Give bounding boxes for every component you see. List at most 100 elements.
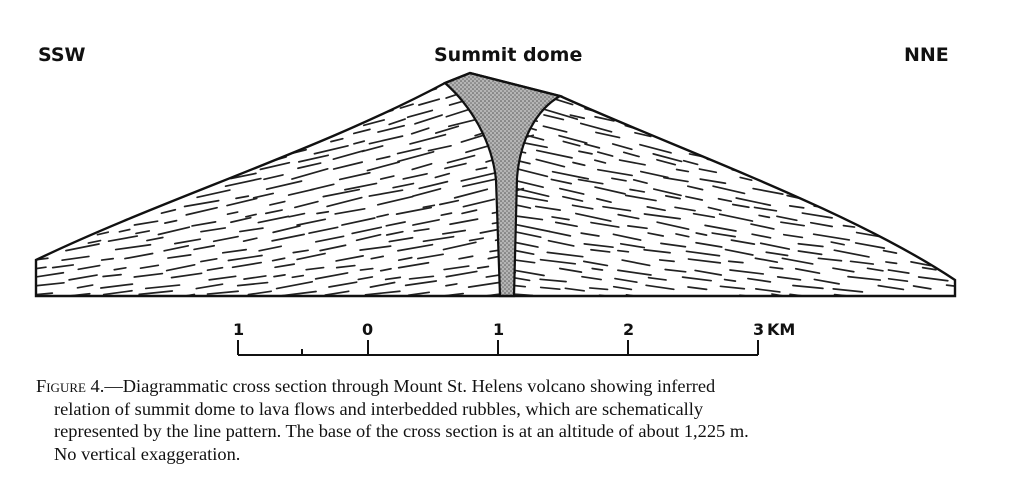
flow-dash (103, 275, 121, 277)
flow-dash (694, 214, 715, 218)
flow-dash (237, 117, 264, 124)
flow-dash (782, 89, 800, 95)
flow-dash (718, 297, 729, 299)
flow-dash (591, 250, 610, 252)
flow-dash (826, 196, 849, 201)
flow-dash (856, 243, 885, 248)
flow-dash (515, 251, 534, 255)
flow-dash (188, 101, 206, 107)
flow-dash (217, 96, 250, 107)
flow-dash (589, 91, 612, 97)
flow-dash (277, 121, 290, 125)
flow-dash (186, 169, 197, 171)
flow-dash (313, 80, 337, 87)
flow-dash (197, 190, 230, 197)
flow-dash (228, 212, 238, 214)
flow-dash (598, 170, 632, 176)
flow-dash (414, 229, 429, 231)
flow-dash (462, 210, 476, 213)
flow-dash (563, 141, 579, 145)
flow-dash (30, 267, 46, 269)
flow-dash (305, 119, 329, 126)
flow-dash (158, 227, 189, 234)
flow-dash (398, 245, 433, 251)
flow-dash (84, 201, 111, 206)
flow-dash (30, 84, 42, 88)
scale-label-1-right: 1 (493, 320, 504, 339)
flow-dash (592, 268, 602, 269)
flow-dash (406, 281, 437, 285)
flow-dash (720, 286, 744, 288)
flow-dash (78, 266, 99, 270)
flow-dash (543, 126, 566, 132)
flow-dash (784, 235, 803, 238)
flow-dash (890, 105, 908, 111)
flow-dash (419, 182, 447, 189)
flow-dash (684, 81, 700, 85)
flow-dash (441, 213, 451, 215)
flow-dash (855, 205, 878, 210)
summit-dome-conduit (445, 73, 560, 296)
flow-dash (337, 266, 355, 268)
flow-dash (30, 112, 65, 124)
flow-dash (515, 260, 535, 263)
flow-dash (50, 182, 77, 188)
flow-dash (541, 287, 560, 289)
flow-dash (782, 258, 812, 264)
flow-dash (258, 216, 288, 222)
flow-dash (238, 283, 268, 286)
flow-dash (857, 99, 871, 102)
flow-dash (669, 297, 704, 301)
flow-dash (236, 196, 248, 198)
flow-dash (811, 223, 832, 227)
flow-dash (677, 169, 689, 171)
flow-dash (536, 159, 564, 166)
flow-dash (862, 118, 887, 125)
flow-dash (630, 189, 644, 191)
flow-dash (226, 122, 261, 133)
flow-dash (684, 161, 698, 165)
flow-dash (786, 96, 812, 102)
flow-dash (889, 179, 910, 183)
flow-dash (842, 179, 874, 186)
flow-dash (62, 132, 95, 141)
flow-dash (30, 127, 56, 134)
flow-dash (111, 184, 137, 189)
flow-dash (942, 152, 969, 157)
flow-dash (515, 195, 547, 201)
flow-dash (731, 240, 754, 244)
flow-dash (455, 189, 488, 198)
flow-dash (412, 128, 429, 134)
flow-dash (612, 178, 626, 180)
flow-dash (770, 267, 783, 269)
flow-dash (157, 156, 188, 162)
flow-dash (109, 138, 128, 142)
flow-dash (814, 234, 850, 240)
flow-dash (585, 144, 599, 148)
flow-dash (369, 136, 402, 144)
flow-dash (118, 205, 130, 207)
flow-dash (316, 273, 348, 279)
flow-dash (377, 214, 388, 217)
flow-dash (848, 277, 880, 280)
flow-dash (173, 148, 196, 154)
flow-dash (748, 279, 770, 282)
flow-dash (69, 103, 79, 106)
flow-dash (137, 122, 150, 126)
flow-dash (733, 142, 766, 150)
flow-dash (560, 268, 582, 272)
flow-dash (676, 234, 689, 237)
flow-dash (30, 185, 44, 188)
flow-dash (688, 287, 707, 289)
flow-dash (926, 87, 945, 91)
flow-dash (250, 137, 272, 144)
flow-dash (393, 184, 413, 188)
flow-dash (659, 124, 687, 132)
flow-dash (515, 180, 543, 187)
flow-dash (573, 162, 585, 165)
flow-dash (293, 250, 308, 252)
flow-dash (197, 87, 228, 96)
flow-dash (273, 226, 300, 232)
flow-dash (902, 225, 919, 229)
flow-dash (686, 251, 719, 255)
